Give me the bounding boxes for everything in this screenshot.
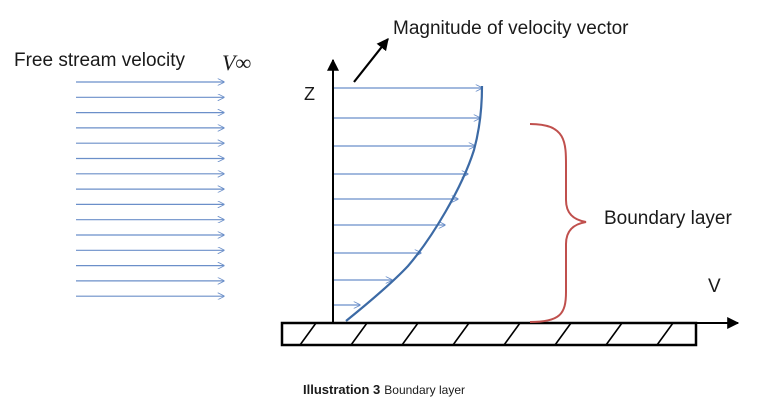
v-axis-label: V xyxy=(708,276,721,297)
hatch-line xyxy=(605,322,623,346)
caption-number: Illustration 3 xyxy=(302,382,381,397)
free-stream-arrows xyxy=(76,82,224,296)
v-infinity-label: V∞ xyxy=(222,50,252,75)
hatch-line xyxy=(554,322,572,346)
wall-rect xyxy=(280,321,698,347)
magnitude-pointer-arrow xyxy=(353,38,389,83)
hatch-line xyxy=(503,322,521,346)
hatch-line xyxy=(656,322,674,346)
wall xyxy=(280,321,698,347)
caption-text: Boundary layer xyxy=(384,383,465,397)
hatch-line xyxy=(452,322,470,346)
hatch-line xyxy=(401,322,419,346)
magnitude-label: Magnitude of velocity vector xyxy=(393,18,629,39)
profile-arrows xyxy=(334,88,482,305)
wall-hatching xyxy=(299,322,674,346)
free-stream-label: Free stream velocity xyxy=(14,50,186,71)
boundary-layer-brace xyxy=(529,123,587,323)
hatch-line xyxy=(350,322,368,346)
velocity-profile-curve xyxy=(345,85,484,322)
hatch-line xyxy=(299,322,317,346)
boundary-layer-label: Boundary layer xyxy=(604,208,732,229)
z-axis-label: Z xyxy=(304,84,315,104)
